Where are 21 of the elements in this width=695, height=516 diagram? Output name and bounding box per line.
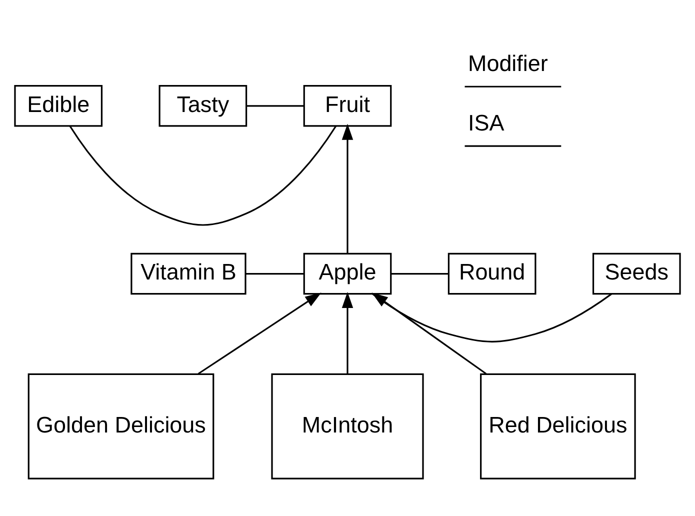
node-box: Seeds <box>592 252 681 294</box>
node-box: Vitamin B <box>130 252 246 294</box>
node-box: Red Delicious <box>480 372 636 479</box>
connector <box>69 125 337 226</box>
node-box: Apple <box>303 252 392 294</box>
node-box: Tasty <box>158 84 248 126</box>
node-box: Round <box>448 252 536 294</box>
arrow <box>198 292 322 374</box>
legend-label: Modifier <box>468 50 548 76</box>
arrow <box>342 123 354 253</box>
connector <box>246 104 304 106</box>
legend-label: ISA <box>468 110 504 135</box>
arrow <box>342 291 354 374</box>
arrow <box>372 292 487 374</box>
node-box: Golden Delicious <box>28 372 214 479</box>
node-box: Edible <box>14 84 103 126</box>
connector <box>372 292 612 342</box>
connector <box>390 272 449 274</box>
node-box: Fruit <box>303 84 392 126</box>
node-box: McIntosh <box>271 372 424 479</box>
connector <box>246 272 304 274</box>
